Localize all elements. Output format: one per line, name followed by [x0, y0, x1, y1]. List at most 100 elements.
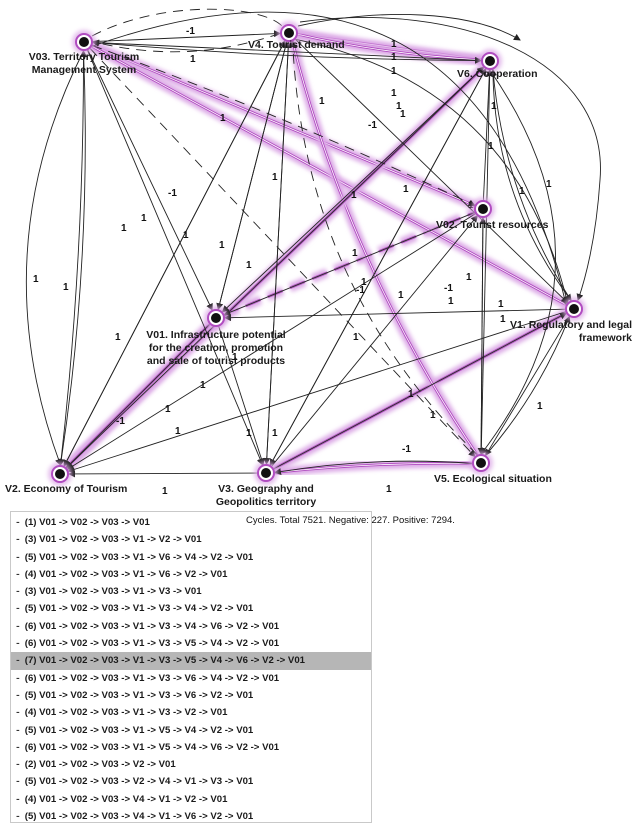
edge-weight-label: 1 [183, 230, 189, 241]
cycle-list-item[interactable]: -(3) V01 -> V02 -> V03 -> V1 -> V2 -> V0… [11, 531, 371, 548]
cycle-list-item[interactable]: -(2) V01 -> V02 -> V03 -> V2 -> V01 [11, 756, 371, 773]
edge-weight-label: 1 [466, 272, 472, 283]
cycle-list-item[interactable]: -(1) V01 -> V02 -> V03 -> V01 [11, 514, 371, 531]
graph-edge [295, 38, 570, 304]
edge-weight-label: -1 [168, 188, 177, 199]
edge-weight-label: 1 [488, 141, 494, 152]
list-bullet: - [15, 620, 21, 632]
node-label: V3. Geography and [218, 483, 314, 495]
node-label: V1. Regulatory and legal [510, 319, 632, 331]
cycle-list-item[interactable]: -(5) V01 -> V02 -> V03 -> V1 -> V5 -> V4… [11, 722, 371, 739]
edge-weight-label: 1 [398, 290, 404, 301]
graph-edge [25, 50, 84, 466]
edge-weight-label: 1 [319, 96, 325, 107]
list-bullet: - [15, 776, 21, 788]
graph-edge [297, 14, 521, 41]
cycle-list-item[interactable]: -(6) V01 -> V02 -> V03 -> V1 -> V5 -> V4… [11, 739, 371, 756]
edge-weight-label: -1 [356, 285, 365, 296]
edge-weight-label: 1 [351, 190, 357, 201]
list-bullet: - [15, 568, 21, 580]
graph-edge [91, 39, 482, 62]
graph-edge [479, 217, 487, 455]
node-core [476, 458, 486, 468]
graph-edge [87, 49, 213, 311]
cycle-list-item[interactable]: -(6) V01 -> V02 -> V03 -> V1 -> V3 -> V4… [11, 618, 371, 635]
cycle-text: (7) V01 -> V02 -> V03 -> V1 -> V3 -> V5 … [24, 655, 305, 667]
edge-weight-label: 1 [403, 184, 409, 195]
cycle-text: (5) V01 -> V02 -> V03 -> V2 -> V4 -> V1 … [24, 776, 254, 788]
graph-edge [271, 215, 478, 467]
node-core [478, 204, 488, 214]
edge-weight-label: -1 [402, 444, 411, 455]
edge-weight-label: -1 [186, 26, 195, 37]
cycle-text: (4) V01 -> V02 -> V03 -> V4 -> V1 -> V2 … [24, 793, 228, 805]
graph-edge [223, 211, 475, 316]
cycle-text: (3) V01 -> V02 -> V03 -> V1 -> V2 -> V01 [24, 534, 202, 546]
cycle-list-item[interactable]: -(7) V01 -> V02 -> V03 -> V1 -> V3 -> V5… [11, 652, 371, 670]
node-label: Geopolitics territory [216, 496, 317, 508]
list-bullet: - [15, 638, 21, 650]
cycle-text: (6) V01 -> V02 -> V03 -> V1 -> V3 -> V6 … [24, 672, 280, 684]
node-label: V6. Cooperation [457, 68, 538, 80]
node-core [55, 469, 65, 479]
edge-weight-label: 1 [246, 260, 252, 271]
graph-edge [60, 49, 88, 466]
edge-weight-label: 1 [386, 484, 392, 495]
cycle-list-item[interactable]: -(5) V01 -> V02 -> V03 -> V1 -> V6 -> V4… [11, 549, 371, 566]
cycle-list[interactable]: -(1) V01 -> V02 -> V03 -> V01-(3) V01 ->… [10, 511, 372, 823]
cycle-list-item[interactable]: -(5) V01 -> V02 -> V03 -> V1 -> V3 -> V6… [11, 687, 371, 704]
node-core [79, 37, 89, 47]
cycle-list-item[interactable]: -(6) V01 -> V02 -> V03 -> V1 -> V3 -> V5… [11, 635, 371, 652]
cycle-list-item[interactable]: -(5) V01 -> V02 -> V03 -> V2 -> V4 -> V1… [11, 773, 371, 790]
graph-edge [485, 316, 570, 457]
graph-edge [295, 38, 569, 304]
cycle-text: (6) V01 -> V02 -> V03 -> V1 -> V5 -> V4 … [24, 741, 280, 753]
edge-weight-label: -1 [116, 416, 125, 427]
graph-edge [269, 68, 487, 466]
cycle-text: (4) V01 -> V02 -> V03 -> V1 -> V3 -> V2 … [24, 707, 228, 719]
graph-edge [492, 69, 572, 302]
graph-edge [92, 30, 282, 43]
list-bullet: - [15, 586, 21, 598]
graph-edge [477, 69, 491, 456]
cycle-edge-core [296, 33, 483, 61]
cycle-text: (5) V01 -> V02 -> V03 -> V1 -> V3 -> V4 … [24, 603, 254, 615]
graph-edge [223, 308, 566, 322]
edge-weight-label: 1 [546, 179, 552, 190]
cycle-list-item[interactable]: -(3) V01 -> V02 -> V03 -> V1 -> V3 -> V0… [11, 583, 371, 600]
list-bullet: - [15, 655, 21, 667]
cycle-list-item[interactable]: -(4) V01 -> V02 -> V03 -> V4 -> V1 -> V2… [11, 791, 371, 808]
edge-weight-label: 1 [391, 52, 397, 63]
cycle-list-item[interactable]: -(6) V01 -> V02 -> V03 -> V1 -> V3 -> V6… [11, 670, 371, 687]
edge-weight-label: 1 [162, 486, 168, 497]
edge-weight-label: 1 [500, 314, 506, 325]
edge-weight-label: -1 [444, 283, 453, 294]
edge-weight-label: 1 [220, 113, 226, 124]
node-label: V2. Economy of Tourism [5, 483, 127, 495]
edge-weight-label: -1 [368, 120, 377, 131]
node-label: V01. Infrastructure potential [146, 329, 286, 341]
edge-weight-label: 1 [175, 426, 181, 437]
graph-edge [67, 311, 566, 473]
edge-weight-label: 1 [63, 282, 69, 293]
cycle-list-item[interactable]: -(4) V01 -> V02 -> V03 -> V1 -> V3 -> V2… [11, 704, 371, 721]
edge-weight-label: 1 [232, 352, 238, 363]
cycle-text: (3) V01 -> V02 -> V03 -> V1 -> V3 -> V01 [24, 586, 202, 598]
graph-edge [289, 40, 478, 456]
edge-weight-label: 1 [400, 109, 406, 120]
graph-edge [66, 66, 485, 469]
edge-weight-label: 1 [537, 401, 543, 412]
cycle-list-item[interactable]: -(4) V01 -> V02 -> V03 -> V1 -> V6 -> V2… [11, 566, 371, 583]
list-bullet: - [15, 811, 21, 823]
graph-edge [489, 68, 572, 301]
list-bullet: - [15, 534, 21, 546]
cycle-text: (6) V01 -> V02 -> V03 -> V1 -> V3 -> V5 … [24, 638, 280, 650]
edge-weight-label: 1 [396, 101, 402, 112]
cycle-text: (5) V01 -> V02 -> V03 -> V1 -> V3 -> V6 … [24, 689, 254, 701]
cycle-text: (5) V01 -> V02 -> V03 -> V1 -> V5 -> V4 … [24, 724, 254, 736]
cycle-list-item[interactable]: -(5) V01 -> V02 -> V03 -> V4 -> V1 -> V6… [11, 808, 371, 823]
edge-weight-label: 1 [272, 428, 278, 439]
node-core [284, 28, 294, 38]
cycle-list-item[interactable]: -(5) V01 -> V02 -> V03 -> V1 -> V3 -> V4… [11, 600, 371, 617]
edge-weight-label: 1 [519, 186, 525, 197]
